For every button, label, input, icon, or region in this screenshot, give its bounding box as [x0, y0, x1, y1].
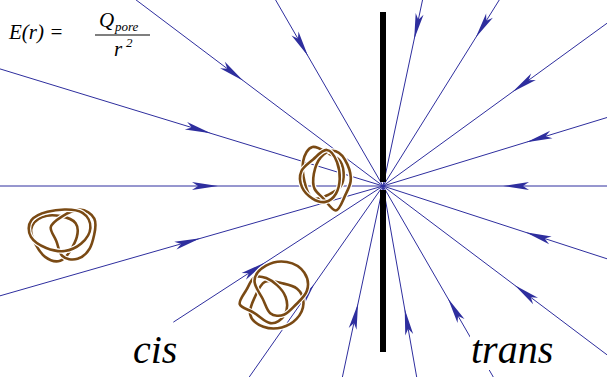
field-arrowhead — [503, 182, 529, 190]
membrane — [380, 12, 386, 352]
field-arrowhead — [476, 13, 493, 37]
field-arrowhead — [220, 62, 243, 81]
side-label: cis — [132, 330, 178, 370]
field-line — [383, 186, 593, 377]
polymer-halo — [300, 150, 340, 202]
field-arrowhead — [192, 182, 218, 190]
field-arrowhead — [349, 303, 358, 329]
formula-symbol: Q — [98, 10, 115, 31]
side-label: trans — [470, 330, 554, 370]
field-line — [0, 186, 383, 187]
formula-lhs: E(r) = — [8, 22, 64, 43]
field-arrowhead — [414, 13, 423, 39]
polymers — [29, 147, 351, 329]
field-arrowhead — [526, 232, 552, 244]
formula-superscript: 2 — [125, 36, 134, 49]
field-line — [383, 186, 607, 316]
field-arrowhead — [526, 131, 552, 142]
field-arrowhead — [185, 122, 211, 133]
polymer-chain — [29, 209, 91, 251]
polymer-chain — [255, 262, 308, 316]
field-line — [383, 0, 470, 186]
field-arrowhead — [448, 299, 464, 324]
field-line — [383, 186, 607, 187]
field-arrowhead — [405, 309, 413, 335]
field-line — [383, 186, 456, 377]
formula-symbol: r — [113, 39, 123, 60]
field-line — [0, 63, 383, 186]
field-arrowhead — [515, 285, 538, 304]
field-line — [383, 0, 606, 186]
field-line — [173, 0, 383, 186]
field-arrowhead — [292, 32, 308, 57]
polymer-halo — [255, 262, 308, 316]
field-line — [383, 186, 607, 377]
field-arrowhead — [174, 238, 200, 249]
field-line — [383, 63, 607, 186]
polymer-halo — [29, 209, 91, 251]
field-line — [173, 186, 383, 322]
polymer-chain — [300, 150, 340, 202]
fraction-bar — [95, 34, 150, 35]
membrane-wall — [380, 190, 386, 352]
membrane-wall — [380, 12, 386, 182]
formula-subscript: pore — [114, 20, 139, 33]
field-arrowhead — [512, 73, 535, 92]
field-line — [383, 0, 607, 186]
